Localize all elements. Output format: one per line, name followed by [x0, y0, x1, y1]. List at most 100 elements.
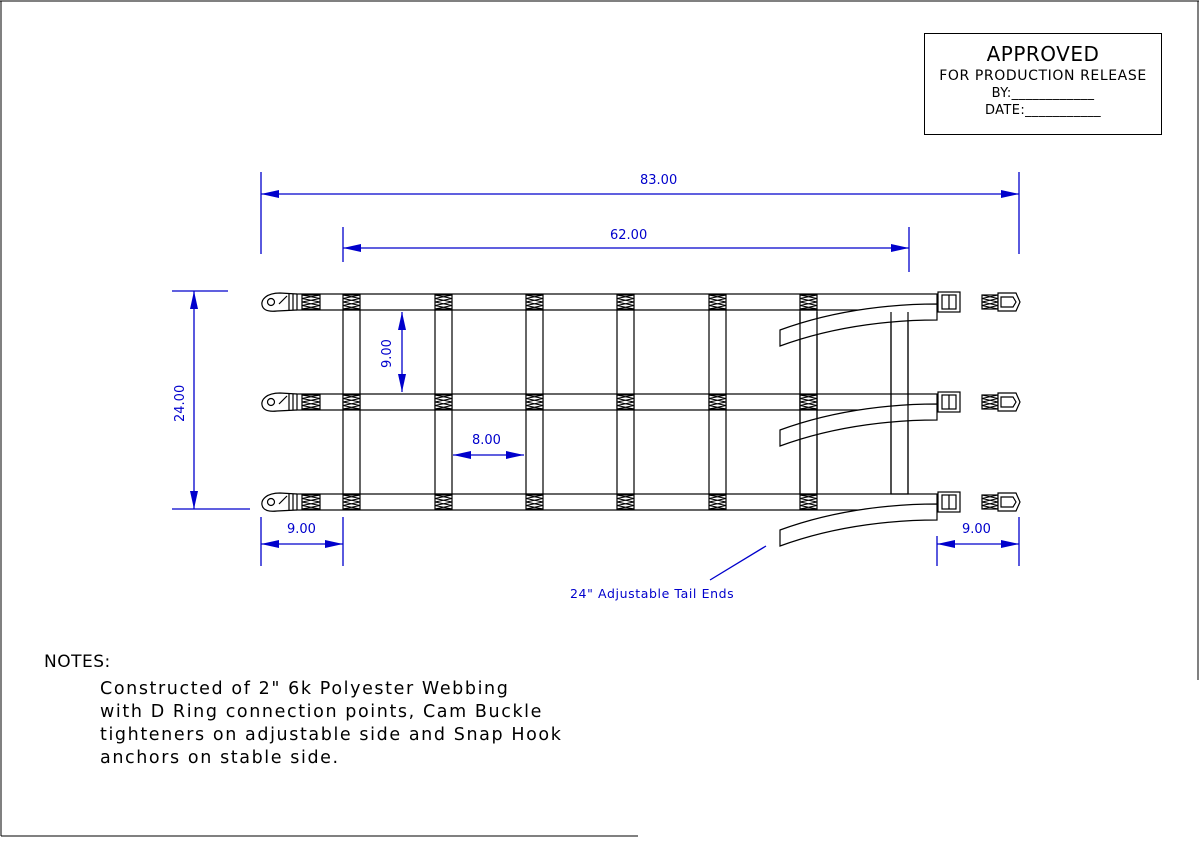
snap-hook-stitch-2-stitch — [301, 394, 321, 410]
snap-hook-stitch-3-stitch — [301, 494, 321, 510]
stitch-mark-3-3 — [525, 494, 544, 510]
stitch-mark-2-6 — [799, 394, 818, 410]
approval-subtitle: FOR PRODUCTION RELEASE — [939, 68, 1147, 84]
tail-end-strap-3 — [779, 503, 938, 547]
stitch-mark-3-3-stitch — [525, 494, 544, 510]
snap-hook-body-3 — [261, 492, 298, 512]
arrow-end-right-a — [937, 540, 955, 548]
stitch-mark-2-2 — [434, 394, 453, 410]
dim-overall-length-label: 83.00 — [640, 173, 677, 188]
dim-overall-width-label: 24.00 — [173, 385, 188, 422]
dim-end-left-label: 9.00 — [287, 522, 316, 537]
d-ring-inner-3 — [1000, 496, 1017, 508]
stitch-mark-2-1 — [342, 394, 361, 410]
d-ring-inner-2 — [1000, 396, 1017, 408]
snap-hook-stitch-1 — [301, 294, 321, 310]
net-geometry — [261, 291, 1021, 547]
arrow-overall-left — [261, 190, 279, 198]
snap-hook-stitch-3 — [301, 494, 321, 510]
stitch-mark-2-1-stitch — [342, 394, 361, 410]
cam-buckle-icon-2 — [937, 391, 961, 413]
arrow-strap-spacing-top — [398, 312, 406, 330]
stitch-mark-3-6-stitch — [799, 494, 818, 510]
arrow-width-bottom — [190, 491, 198, 509]
stitch-mark-3-2 — [434, 494, 453, 510]
stitch-mark-1-1-stitch — [342, 294, 361, 310]
dim-strap-spacing-label: 9.00 — [380, 339, 395, 368]
stitch-mark-3-5 — [708, 494, 727, 510]
cam-stitch-2-stitch — [981, 394, 999, 410]
stitch-mark-1-3-stitch — [525, 294, 544, 310]
snap-hook-stitch-2 — [301, 394, 321, 410]
arrow-end-left-b — [325, 540, 343, 548]
tail-ends-callout: 24" Adjustable Tail Ends — [570, 586, 734, 601]
d-ring-icon-3 — [997, 492, 1021, 512]
vertical-rung-7 — [890, 309, 909, 495]
approval-title: APPROVED — [986, 42, 1100, 66]
dim-rung-spacing-label: 8.00 — [472, 433, 501, 448]
notes-body: Constructed of 2" 6k Polyester Webbing w… — [100, 679, 563, 768]
snap-hook-eye-3 — [266, 497, 276, 507]
snap-hook-body-1 — [261, 292, 298, 312]
notes-heading: NOTES: — [44, 652, 111, 672]
d-ring-icon-1 — [997, 292, 1021, 312]
stitch-mark-1-2 — [434, 294, 453, 310]
stitch-mark-3-5-stitch — [708, 494, 727, 510]
cam-stitch-1-stitch — [981, 294, 999, 310]
arrow-inner-right — [891, 244, 909, 252]
arrow-strap-spacing-bottom — [398, 374, 406, 392]
stitch-mark-3-4 — [616, 494, 635, 510]
tail-end-strap-2 — [779, 403, 938, 447]
arrow-width-top — [190, 291, 198, 309]
stitch-mark-2-5 — [708, 394, 727, 410]
arrow-end-right-b — [1001, 540, 1019, 548]
arrow-rung-spacing-right — [506, 451, 524, 459]
snap-hook-gate-3 — [278, 494, 294, 510]
snap-hook-icon-2 — [261, 392, 298, 412]
stitch-mark-2-4 — [616, 394, 635, 410]
stitch-mark-2-5-stitch — [708, 394, 727, 410]
stitch-mark-1-6-stitch — [799, 294, 818, 310]
stitch-mark-1-5 — [708, 294, 727, 310]
snap-hook-gate-1 — [278, 294, 294, 310]
cam-buckle-icon-1 — [937, 291, 961, 313]
cam-stitch-2 — [981, 394, 999, 410]
stitch-mark-1-6 — [799, 294, 818, 310]
stitch-mark-1-4 — [616, 294, 635, 310]
snap-hook-gate-2 — [278, 394, 294, 410]
cam-stitch-3 — [981, 494, 999, 510]
stitch-mark-2-4-stitch — [616, 394, 635, 410]
stitch-mark-1-5-stitch — [708, 294, 727, 310]
stitch-mark-1-1 — [342, 294, 361, 310]
arrow-rung-spacing-left — [453, 451, 471, 459]
d-ring-inner-1 — [1000, 296, 1017, 308]
approval-date-field: DATE:___________ — [984, 103, 1102, 118]
d-ring-icon-2 — [997, 392, 1021, 412]
arrow-end-left-a — [261, 540, 279, 548]
stitch-mark-1-4-stitch — [616, 294, 635, 310]
leader-tail-ends — [709, 545, 767, 581]
dimension-lines — [172, 172, 1020, 581]
approval-stamp: APPROVED FOR PRODUCTION RELEASE BY:_____… — [924, 33, 1162, 135]
stitch-mark-2-3-stitch — [525, 394, 544, 410]
tail-end-strap-1 — [779, 303, 938, 347]
stitch-mark-2-2-stitch — [434, 394, 453, 410]
stitch-mark-2-3 — [525, 394, 544, 410]
arrow-overall-right — [1001, 190, 1019, 198]
stitch-mark-3-1-stitch — [342, 494, 361, 510]
snap-hook-icon-3 — [261, 492, 298, 512]
stitch-mark-3-4-stitch — [616, 494, 635, 510]
snap-hook-stitch-1-stitch — [301, 294, 321, 310]
approval-by-field: BY:____________ — [991, 86, 1095, 101]
snap-hook-body-2 — [261, 392, 298, 412]
dim-inner-length-label: 62.00 — [610, 228, 647, 243]
cam-stitch-3-stitch — [981, 494, 999, 510]
stitch-mark-3-2-stitch — [434, 494, 453, 510]
cam-buckle-icon-3 — [937, 491, 961, 513]
stitch-mark-1-3 — [525, 294, 544, 310]
cam-stitch-1 — [981, 294, 999, 310]
stitch-mark-3-1 — [342, 494, 361, 510]
snap-hook-icon-1 — [261, 292, 298, 312]
